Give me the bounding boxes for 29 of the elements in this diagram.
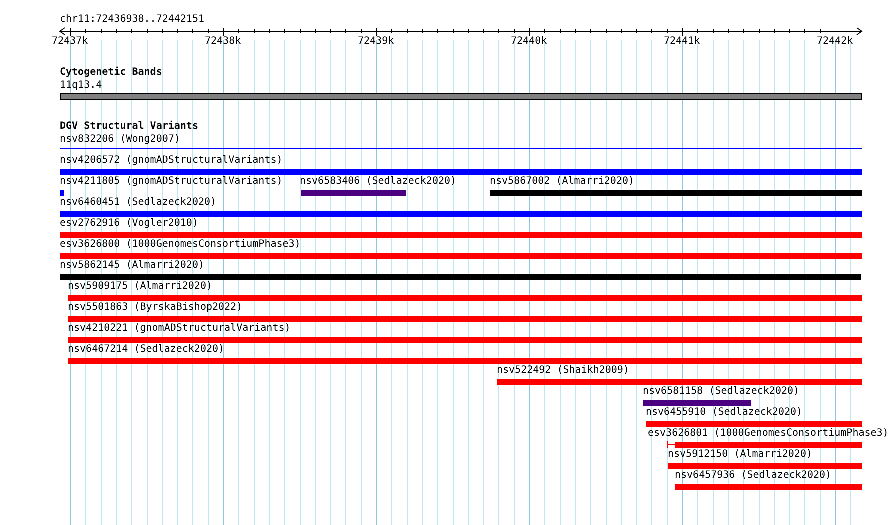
variant-label: nsv6455910 (Sedlazeck2020) bbox=[646, 407, 803, 419]
tick-label: 72438k bbox=[205, 36, 242, 48]
region-label: chr11:72436938..72442151 bbox=[60, 14, 204, 26]
variant-label: nsv5862145 (Almarri2020) bbox=[60, 260, 204, 272]
band-label: 11q13.4 bbox=[60, 80, 102, 92]
variant-label: nsv4211805 (gnomADStructuralVariants) bbox=[60, 176, 283, 188]
variant-label: nsv6467214 (Sedlazeck2020) bbox=[68, 344, 225, 356]
variant-label: nsv4210221 (gnomADStructuralVariants) bbox=[68, 323, 291, 335]
tick-label: 72439k bbox=[358, 36, 394, 48]
tick-label: 72442k bbox=[817, 36, 854, 48]
variant-label: nsv4206572 (gnomADStructuralVariants) bbox=[60, 155, 283, 167]
variant-label: esv3626801 (1000GenomesConsortiumPhase3) bbox=[648, 428, 889, 440]
tick-label: 72440k bbox=[511, 36, 548, 48]
variant-label: nsv6583406 (Sedlazeck2020) bbox=[300, 176, 457, 188]
tick-label: 72441k bbox=[664, 36, 700, 48]
variant-label: nsv5867002 (Almarri2020) bbox=[490, 176, 634, 188]
variant-label: nsv5501863 (ByrskaBishop2022) bbox=[68, 302, 243, 314]
track-heading: Cytogenetic Bands bbox=[60, 67, 162, 79]
variant-label: nsv5909175 (Almarri2020) bbox=[68, 281, 212, 293]
variant-label: nsv6457936 (Sedlazeck2020) bbox=[675, 470, 832, 482]
variant-label: nsv832206 (Wong2007) bbox=[60, 134, 180, 146]
variant-label: esv3626800 (1000GenomesConsortiumPhase3) bbox=[60, 239, 301, 251]
variant-label: nsv522492 (Shaikh2009) bbox=[497, 365, 630, 377]
track-heading: DGV Structural Variants bbox=[60, 121, 198, 133]
variant-label: nsv6581158 (Sedlazeck2020) bbox=[643, 386, 800, 398]
variant-label: nsv5912150 (Almarri2020) bbox=[668, 449, 812, 461]
variant-label: esv2762916 (Vogler2010) bbox=[60, 218, 198, 230]
variant-label: nsv6460451 (Sedlazeck2020) bbox=[60, 197, 217, 209]
tick-label: 72437k bbox=[52, 36, 88, 48]
